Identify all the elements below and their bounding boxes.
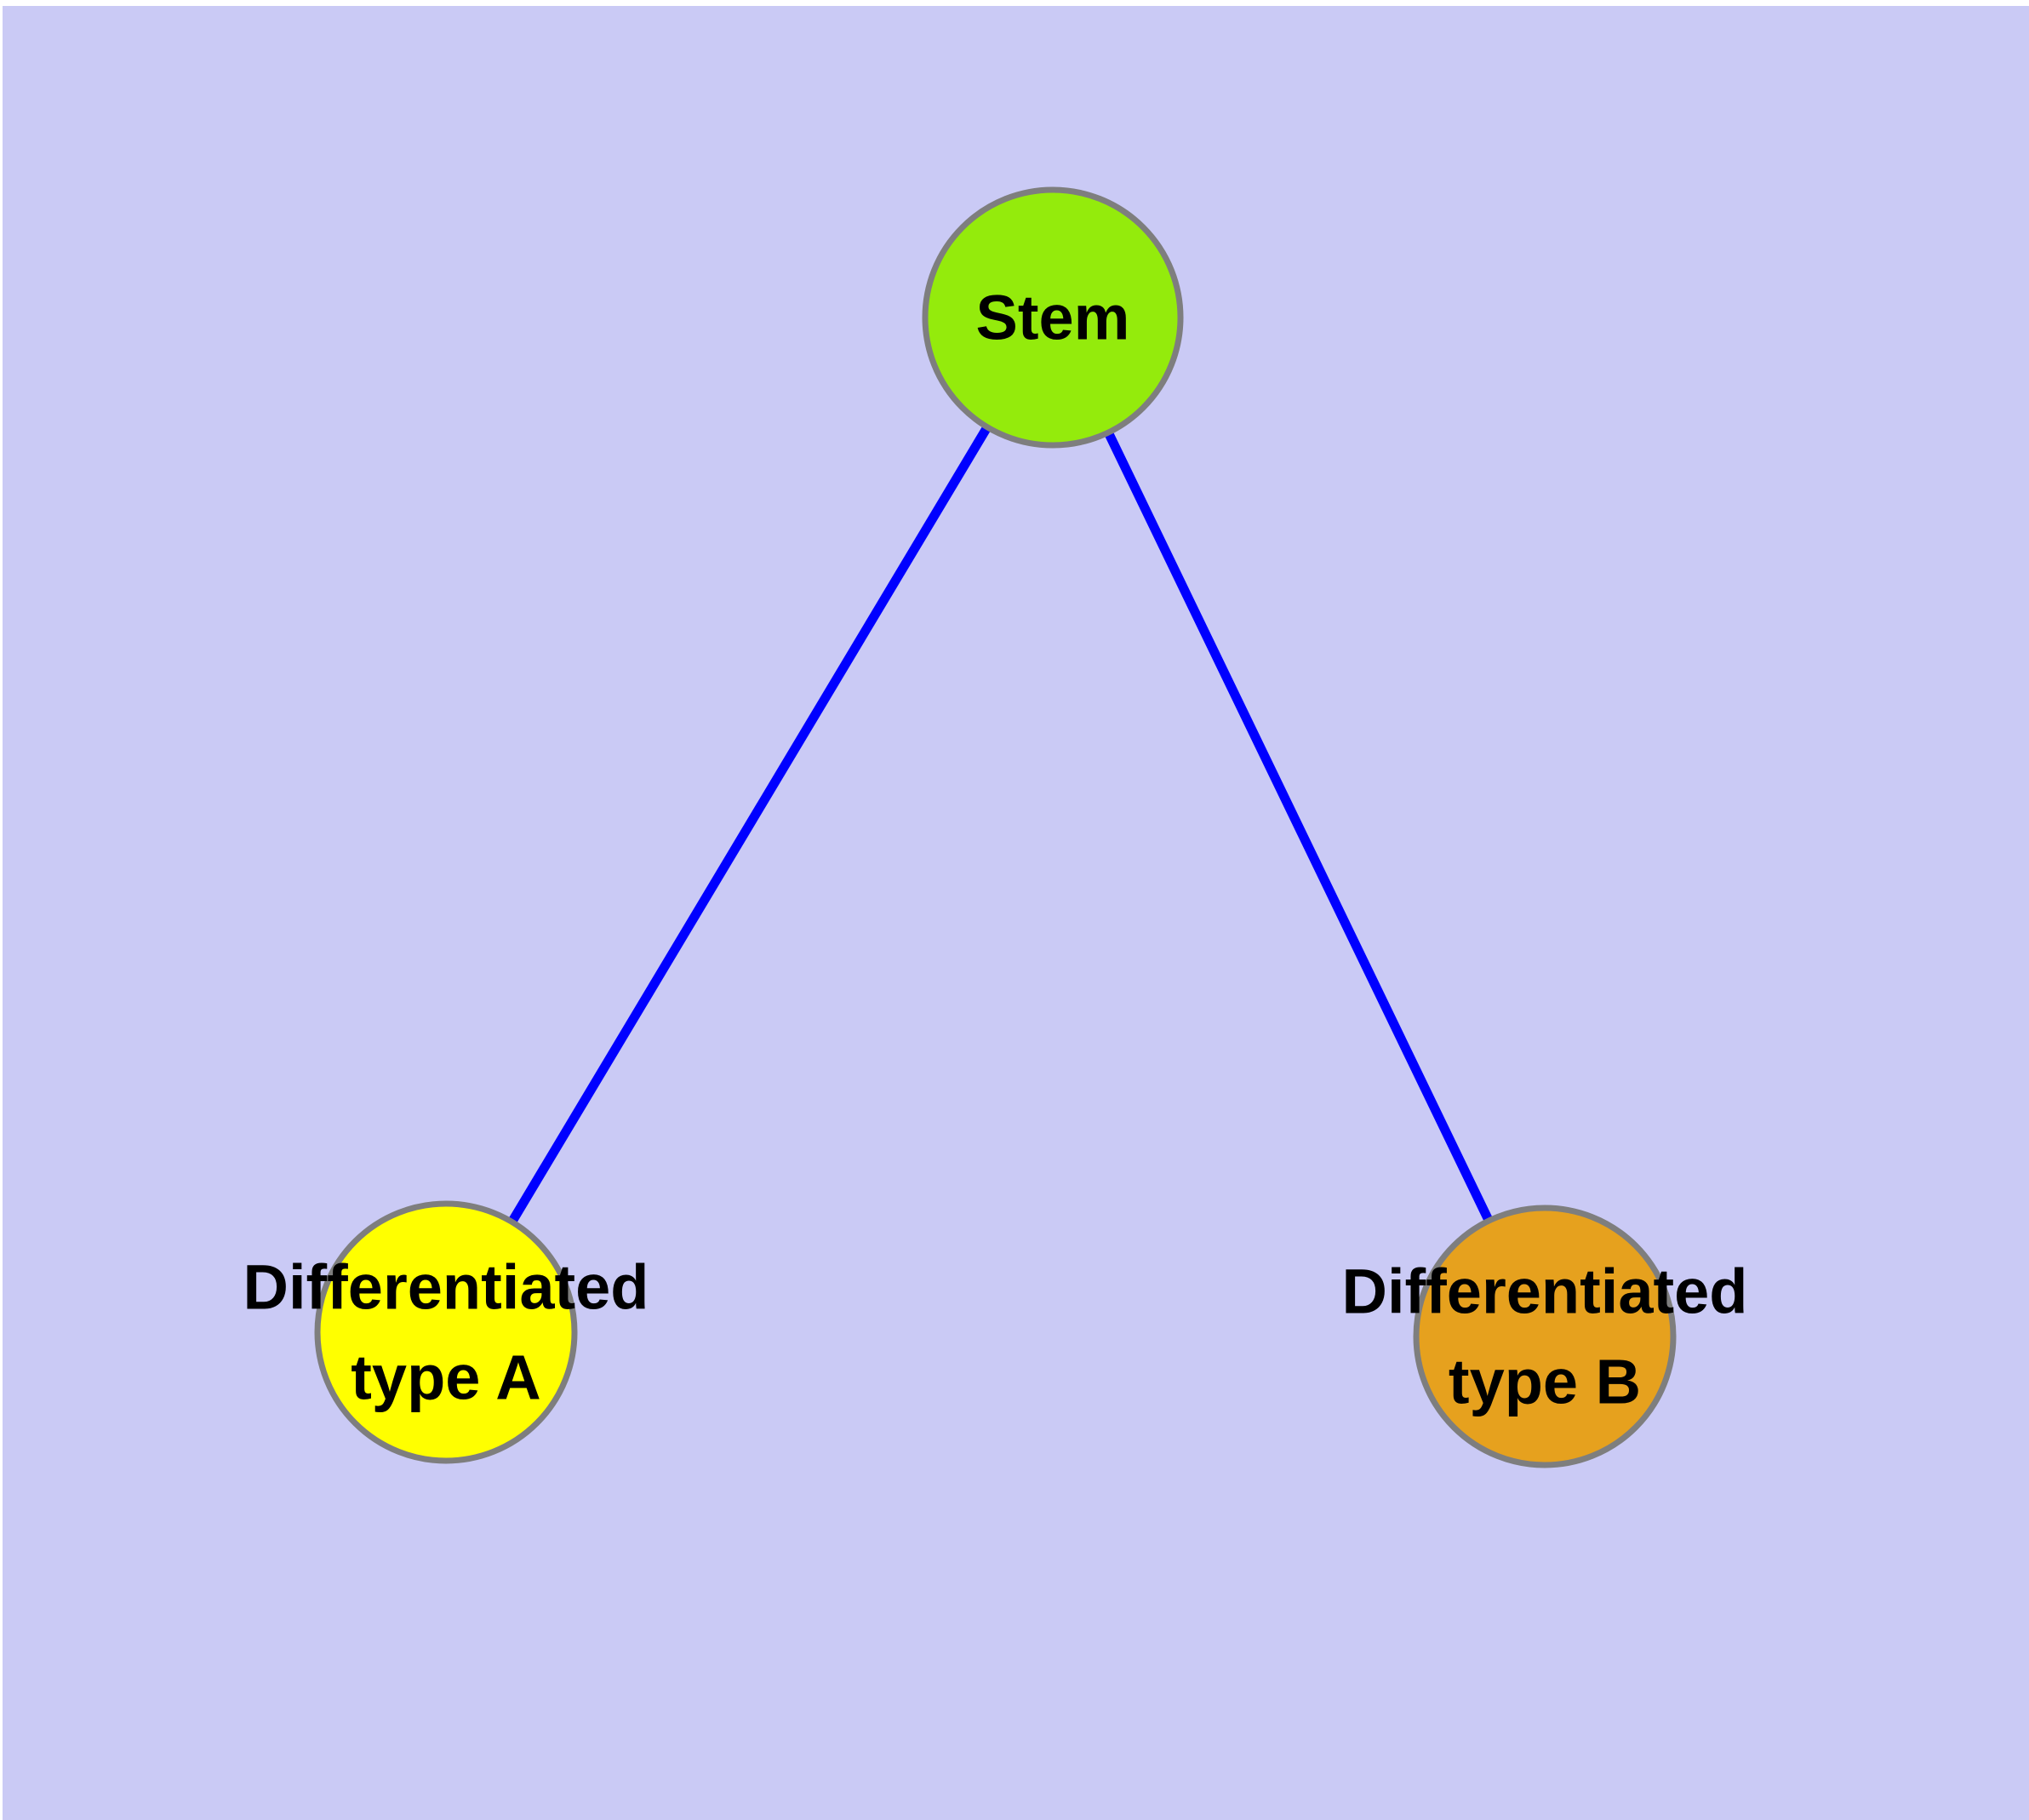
node-differentiated-type-b-circle (1413, 1205, 1677, 1468)
edges-layer (442, 315, 1549, 1339)
node-stem-circle (922, 186, 1184, 449)
node-stem: Stem (922, 186, 1184, 449)
edge-stem-differentiated-type-b (1049, 315, 1549, 1339)
node-stem-label: Stem (976, 283, 1130, 353)
node-differentiated-type-a-circle (314, 1200, 578, 1464)
edge-stem-differentiated-type-a (442, 315, 1057, 1335)
